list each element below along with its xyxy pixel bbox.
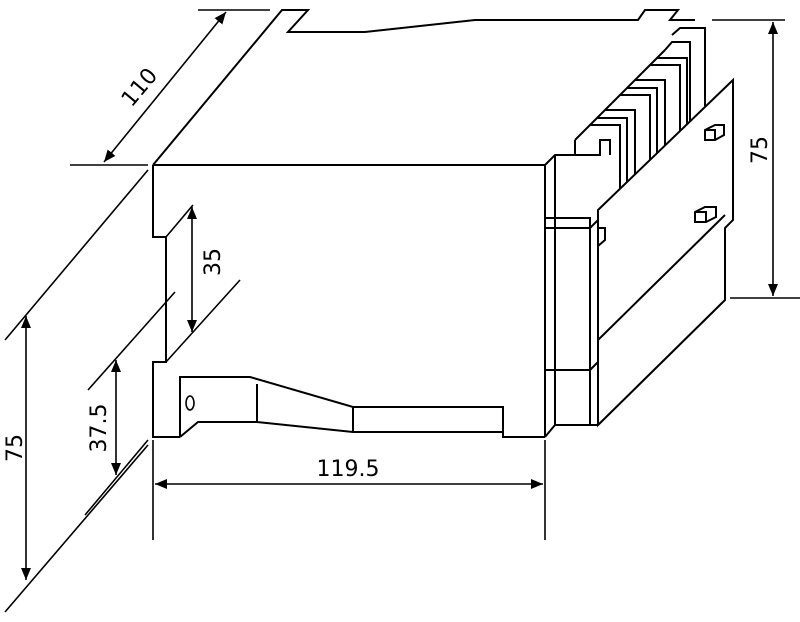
ext-line-37-5-top [87,291,176,391]
clip-step [256,384,354,432]
dim-arrow-110 [103,11,227,163]
dim-label-75-left: 75 [3,434,28,462]
terminal-block-side [544,27,734,438]
dimension-119-5: 119.5 [152,440,546,540]
dim-label-35: 35 [201,248,226,276]
side-cover-plate [597,77,734,428]
dimension-35: 35 [165,204,241,363]
bottom-clip-inner [179,421,503,438]
ext-line-35-bottom [165,279,241,363]
dimension-37-5: 37.5 [84,291,176,516]
ext-line-75l-bottom [4,444,149,613]
top-face-outline [152,9,695,166]
ext-line-75l-top [4,169,149,341]
ext-line-35-top [165,204,194,238]
dimension-75-left: 75 [3,169,149,613]
dimension-110: 110 [70,9,270,166]
ext-line-37-5-bottom [84,439,149,516]
clip-hole [185,395,195,411]
enclosure-body [152,9,695,438]
cover-inner-line [597,214,726,341]
cooling-fins [574,27,706,200]
dimension-75-right: 75 [712,19,800,299]
side-step [545,217,591,425]
dim-label-119-5: 119.5 [317,457,380,482]
terminal-column [545,155,599,425]
cover-latch-top [704,124,725,141]
bottom-clip [179,376,545,438]
dim-label-37-5: 37.5 [87,404,112,453]
dim-label-75-right: 75 [748,136,773,164]
cover-latch-bottom [694,206,717,223]
dim-label-110: 110 [117,64,163,112]
